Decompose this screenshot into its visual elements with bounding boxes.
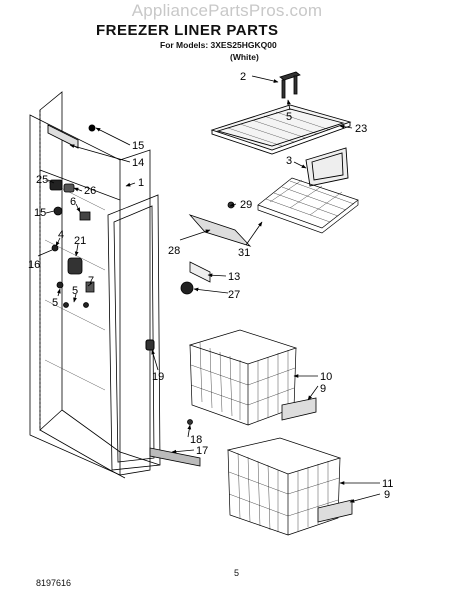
model-list: For Models: 3XES25HGKQ00 [160,40,277,50]
shelf-bracket-upper [47,124,96,149]
callout-label: 4 [58,229,64,241]
callout-label: 6 [70,196,76,208]
callout-label: 26 [84,185,96,197]
callout-label: 5 [72,285,78,297]
callout-label: 9 [320,383,326,395]
callout-label: 28 [168,245,180,257]
callout-label: 7 [88,275,94,287]
callout-label: 15 [132,140,144,152]
grommet [145,339,155,351]
callout-label: 23 [355,123,367,135]
shelf-trim-panel [305,147,349,187]
callout-label: 5 [286,111,292,123]
callout-label: 11 [382,478,393,490]
page-number: 5 [234,568,240,578]
leader-lines [37,75,381,503]
kick-plate [149,419,201,467]
document-number: 8197616 [36,578,72,588]
callout-label: 13 [228,271,240,283]
callout-label: 2 [240,71,246,83]
page-title: FREEZER LINER PARTS [96,22,279,39]
shelf-hinge-bracket [279,71,301,99]
callout-label: 15 [34,207,46,219]
color-variant: (White) [230,52,259,62]
callout-label: 14 [132,157,144,169]
basket-front-trim-upper [281,397,317,421]
wire-shelf [257,177,359,234]
basket-front-trim-lower [317,499,353,523]
callout-label: 21 [74,235,86,247]
callout-label: 3 [286,155,292,167]
callout-label: 10 [320,371,332,383]
watermark: AppliancePartsPros.com [131,1,323,20]
callout-label: 9 [384,489,390,501]
callout-label: 5 [52,297,58,309]
callout-label: 25 [36,174,48,186]
callout-label: 1 [138,177,144,189]
glass-shelf [210,104,352,155]
callout-labels: 2 5 23 3 15 14 1 25 26 15 6 4 21 16 7 5 … [28,71,393,501]
callout-label: 19 [152,371,164,383]
callout-label: 16 [28,259,40,271]
lower-basket [226,437,342,536]
callout-label: 18 [190,434,202,446]
light-socket [180,261,211,295]
callout-label: 29 [240,199,252,211]
upper-basket [188,329,298,426]
callout-label: 27 [228,289,240,301]
callout-label: 17 [196,445,208,457]
callout-label: 31 [238,247,250,259]
